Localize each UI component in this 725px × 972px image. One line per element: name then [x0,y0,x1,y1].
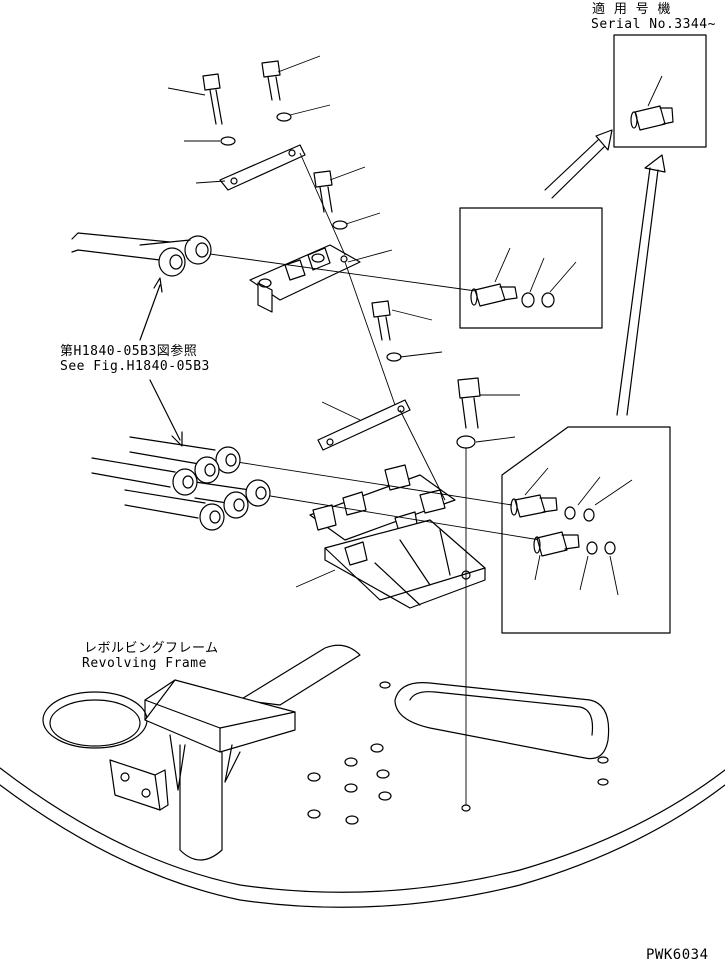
frame-label-en: Revolving Frame [82,656,207,671]
bolt-4 [371,300,391,341]
serial-note-number: Serial No.3344~ [591,17,716,32]
reference-label-jp: 第H1840-05B3図参照 [60,344,198,359]
bolt-5 [457,377,481,429]
mounting-stand [324,519,486,609]
upgrade-arrows [544,129,666,416]
clamp-plate-2 [317,399,411,451]
bolt-2 [261,60,281,101]
bolt-3 [313,170,333,213]
reference-arrows [139,277,183,447]
hose-upper [71,232,212,277]
drawing-code: PWK6034 [646,947,709,963]
detail-box-upper [459,207,603,329]
leader-lines [167,55,541,805]
bolt-1 [202,73,223,125]
detail-box-lower [501,426,671,634]
clamp-bracket-1 [249,244,361,313]
reference-label-en: See Fig.H1840-05B3 [60,359,210,374]
clamp-plate-1 [219,144,306,191]
washer-4 [386,352,402,362]
revolving-frame [0,644,725,908]
frame-label-jp: レボルビングフレーム [84,641,219,656]
serial-note-title: 適 用 号 機 [592,2,671,17]
washer-1 [220,136,236,146]
detail-box-serial [613,34,707,148]
washer-5 [456,435,476,449]
washer-3 [332,220,348,230]
hose-lower-group [91,436,271,531]
washer-2 [276,112,292,122]
